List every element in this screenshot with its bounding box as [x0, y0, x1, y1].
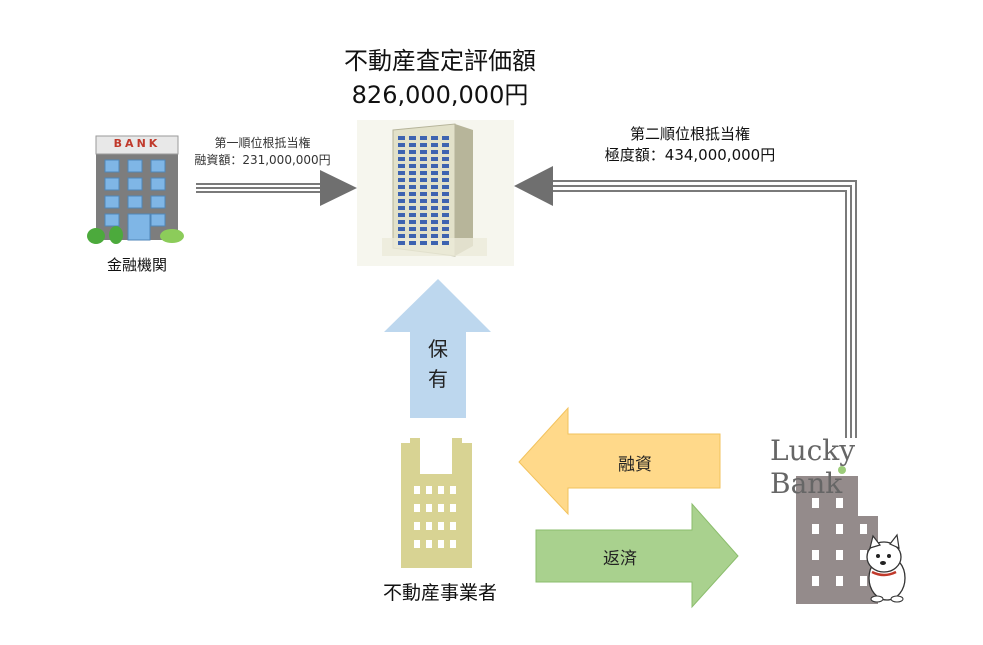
repay-arrow	[535, 502, 739, 609]
bank-sign: BANK	[113, 137, 161, 150]
lucky-bank-logo: Lucky Bank	[770, 434, 856, 500]
dog-mascot-icon	[866, 533, 906, 603]
valuation-title-text: 不動産査定評価額	[344, 47, 536, 75]
first-lien-label: 第一順位根抵当権 融資額：231,000,000円	[180, 135, 345, 169]
hold-arrow	[384, 279, 491, 418]
second-lien-title: 第二順位根抵当権	[629, 125, 750, 143]
second-lien-amount: 極度額：434,000,000円	[604, 146, 776, 164]
valuation-title: 不動産査定評価額 826,000,000円	[290, 44, 590, 112]
hold-arrow-label: 保 有	[428, 337, 448, 391]
first-lien-amount: 融資額：231,000,000円	[194, 153, 331, 167]
first-lien-title: 第一順位根抵当権	[214, 136, 311, 150]
first-lien-arrow	[196, 170, 357, 206]
company-building-icon	[401, 438, 472, 568]
repay-arrow-label: 返済	[603, 549, 637, 569]
second-lien-connector	[514, 166, 857, 438]
bank-name: 金融機関	[106, 256, 167, 274]
loan-arrow	[518, 406, 721, 516]
bank-building-icon	[87, 135, 184, 244]
property-building-icon	[357, 120, 514, 266]
second-lien-label: 第二順位根抵当権 極度額：434,000,000円	[575, 124, 805, 166]
valuation-amount: 826,000,000円	[351, 81, 529, 109]
loan-arrow-label: 融資	[618, 455, 652, 475]
company-name: 不動産事業者	[382, 582, 497, 604]
